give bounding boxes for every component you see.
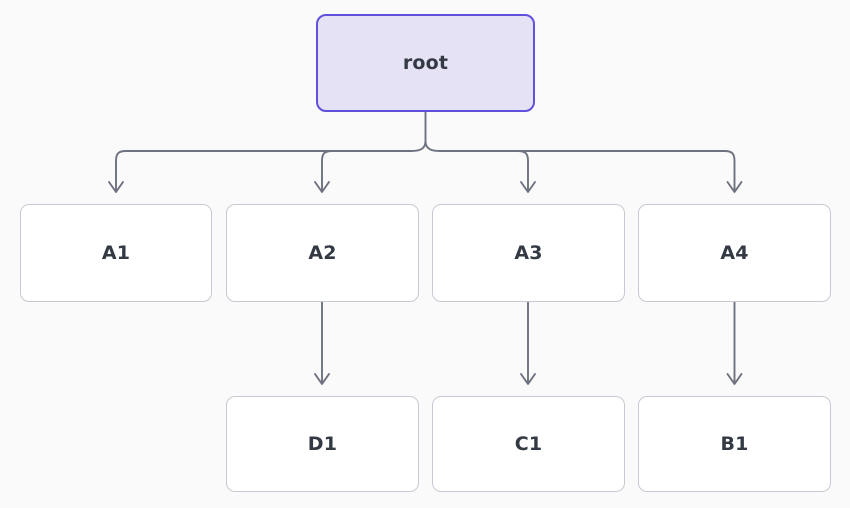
node-c1[interactable]: C1 bbox=[432, 396, 625, 492]
node-a4[interactable]: A4 bbox=[638, 204, 831, 302]
node-b1[interactable]: B1 bbox=[638, 396, 831, 492]
arrowhead-A3 bbox=[520, 181, 536, 193]
arrowhead-D1 bbox=[314, 373, 330, 385]
node-a3[interactable]: A3 bbox=[432, 204, 625, 302]
node-label: D1 bbox=[307, 432, 338, 455]
arrowhead-A4 bbox=[726, 181, 743, 193]
node-label: B1 bbox=[720, 432, 749, 455]
node-label: root bbox=[402, 51, 449, 74]
edge-root-to-A3 bbox=[517, 150, 529, 191]
node-a1[interactable]: A1 bbox=[20, 204, 212, 302]
arrowhead-A1 bbox=[108, 181, 124, 193]
node-label: A3 bbox=[514, 241, 543, 264]
node-label: A4 bbox=[720, 241, 749, 264]
node-label: A1 bbox=[101, 241, 131, 264]
edge-root-to-A2 bbox=[321, 150, 333, 191]
edge-root-to-A1 bbox=[115, 140, 427, 191]
node-label: A2 bbox=[308, 241, 337, 264]
node-root[interactable]: root bbox=[316, 14, 535, 112]
arrowhead-C1 bbox=[520, 373, 536, 385]
arrowhead-A2 bbox=[314, 181, 330, 193]
node-d1[interactable]: D1 bbox=[226, 396, 419, 492]
node-label: C1 bbox=[514, 432, 543, 455]
edge-root-to-A4 bbox=[424, 140, 736, 191]
node-a2[interactable]: A2 bbox=[226, 204, 419, 302]
arrowhead-B1 bbox=[726, 373, 743, 385]
